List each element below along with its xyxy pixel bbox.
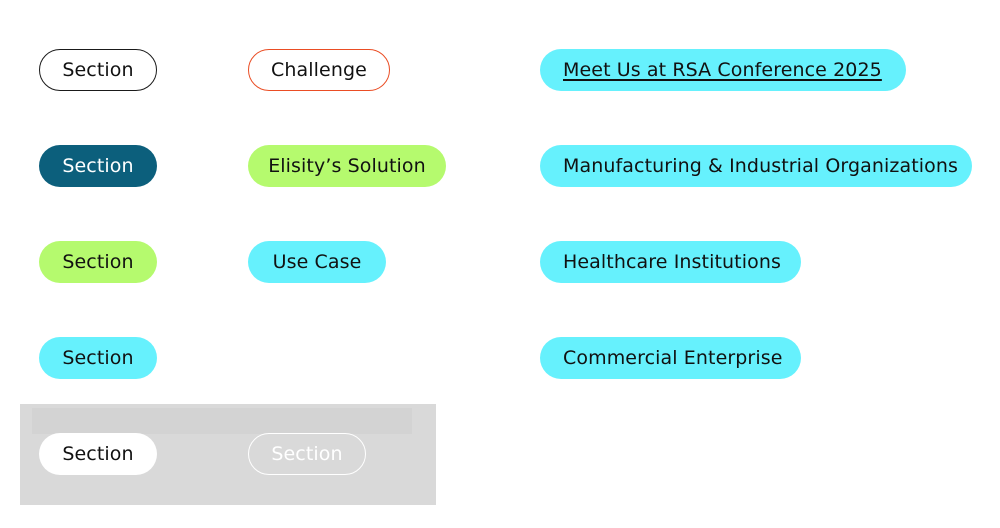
section-dark-label: Section [62,155,134,177]
manufacturing-label: Manufacturing & Industrial Organizations [563,155,958,177]
manufacturing-button[interactable]: Manufacturing & Industrial Organizations [540,145,972,187]
section-white-button[interactable]: Section [39,433,157,475]
section-lime-label: Section [62,251,134,273]
commercial-enterprise-label: Commercial Enterprise [563,347,783,369]
section-dark-button[interactable]: Section [39,145,157,187]
section-cyan-label: Section [62,347,134,369]
use-case-button[interactable]: Use Case [248,241,386,283]
commercial-enterprise-button[interactable]: Commercial Enterprise [540,337,801,379]
section-white-label: Section [62,443,134,465]
healthcare-button[interactable]: Healthcare Institutions [540,241,801,283]
panel-strip [32,408,412,434]
section-lime-button[interactable]: Section [39,241,157,283]
challenge-label: Challenge [271,59,367,81]
use-case-label: Use Case [272,251,362,273]
challenge-button[interactable]: Challenge [248,49,390,91]
section-outline-button[interactable]: Section [39,49,157,91]
section-cyan-button[interactable]: Section [39,337,157,379]
rsa-conference-label: Meet Us at RSA Conference 2025 [563,59,882,81]
elisity-solution-button[interactable]: Elisity’s Solution [248,145,446,187]
section-white-outline-button[interactable]: Section [248,433,366,475]
section-white-outline-label: Section [271,443,343,465]
rsa-conference-link[interactable]: Meet Us at RSA Conference 2025 [540,49,906,91]
elisity-solution-label: Elisity’s Solution [268,155,426,177]
healthcare-label: Healthcare Institutions [563,251,781,273]
section-outline-label: Section [62,59,134,81]
